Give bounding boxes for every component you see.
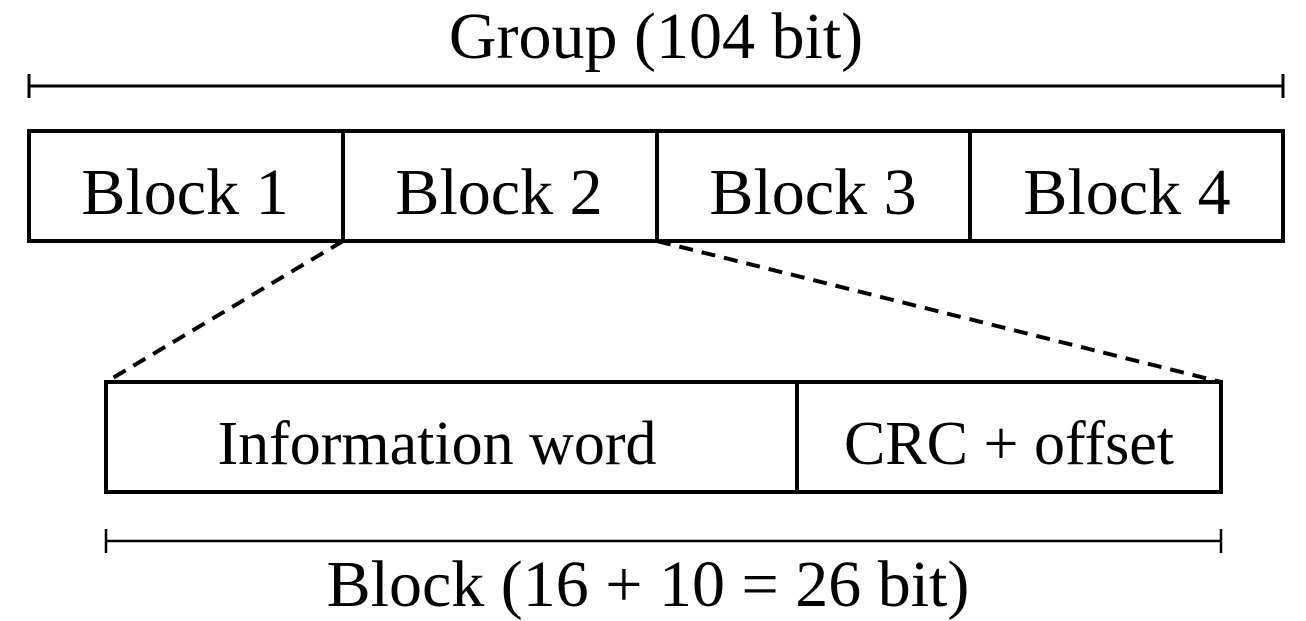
block-4-label: Block 4 bbox=[1023, 156, 1230, 229]
block-detail-row bbox=[104, 380, 1223, 494]
block-size-label: Block (16 + 10 = 26 bit) bbox=[327, 548, 970, 621]
expansion-lines bbox=[104, 239, 1222, 384]
group-span-line bbox=[27, 74, 1285, 98]
group-label: Group (104 bit) bbox=[449, 0, 863, 73]
expansion-line-right bbox=[656, 239, 1222, 384]
block-1-label: Block 1 bbox=[81, 156, 288, 229]
block-3-label: Block 3 bbox=[709, 156, 916, 229]
information-word-label: Information word bbox=[217, 410, 656, 478]
crc-offset-label: CRC + offset bbox=[844, 410, 1174, 478]
block-4-box bbox=[968, 129, 1285, 243]
block-span-line bbox=[104, 529, 1223, 553]
block-2-label: Block 2 bbox=[395, 156, 602, 229]
expansion-line-left bbox=[104, 239, 345, 384]
group-blocks-row bbox=[27, 129, 1285, 243]
crc-offset-box bbox=[795, 380, 1223, 494]
